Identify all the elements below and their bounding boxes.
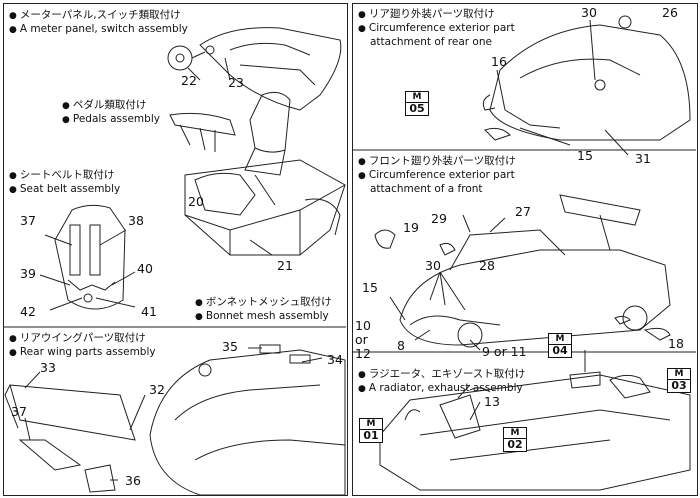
part-number-23: 23: [228, 75, 244, 90]
part-number-or: or: [355, 332, 368, 347]
rear-wing-drawing: [5, 372, 145, 492]
bullet-icon: ●: [358, 157, 366, 167]
cockpit-drawing: [170, 92, 345, 255]
part-number-31: 31: [635, 151, 651, 166]
part-number-41: 41: [141, 304, 157, 319]
body-shell-drawing: [150, 345, 345, 495]
part-number-12: 12: [355, 346, 371, 361]
step-rear-exterior: ●リア廻り外装パーツ取付け ●Circumference exterior pa…: [358, 8, 515, 48]
bullet-icon: ●: [9, 334, 17, 344]
part-number-20: 20: [188, 194, 204, 209]
bullet-icon: ●: [62, 115, 70, 125]
chassis-drawing: [380, 350, 690, 490]
bullet-icon: ●: [62, 101, 70, 111]
step-seat-belt: ●シートベルト取付け ●Seat belt assembly: [9, 169, 121, 195]
part-number-10: 10: [355, 318, 371, 333]
part-number-26: 26: [662, 5, 678, 20]
part-number-28: 28: [479, 258, 495, 273]
bullet-icon: ●: [9, 171, 17, 181]
part-number-30b: 30: [425, 258, 441, 273]
bullet-icon: ●: [9, 185, 17, 195]
part-number-38: 38: [128, 213, 144, 228]
part-number-19: 19: [403, 220, 419, 235]
part-number-16: 16: [491, 54, 507, 69]
part-number-13: 13: [484, 394, 500, 409]
step-radiator-exhaust: ●ラジエータ、エキゾースト取付け ●A radiator, exhaust as…: [358, 368, 526, 394]
part-number-40: 40: [137, 261, 153, 276]
step-bonnet-mesh: ●ボンネットメッシュ取付け ●Bonnet mesh assembly: [195, 296, 332, 322]
bullet-icon: ●: [9, 11, 17, 21]
seatbelt-drawing: [40, 205, 135, 310]
bullet-icon: ●: [358, 24, 366, 34]
step-rear-wing: ●リアウイングパーツ取付け ●Rear wing parts assembly: [9, 332, 156, 358]
part-number-15: 15: [577, 148, 593, 163]
bullet-icon: ●: [195, 298, 203, 308]
material-tag-m03: M 03: [667, 368, 691, 393]
part-number-37: 37: [20, 213, 36, 228]
part-number-18: 18: [668, 336, 684, 351]
bullet-icon: ●: [195, 312, 203, 322]
part-number-22: 22: [181, 73, 197, 88]
left-panel: [3, 3, 348, 496]
bullet-icon: ●: [358, 384, 366, 394]
bullet-icon: ●: [358, 370, 366, 380]
material-tag-m02: M 02: [503, 427, 527, 452]
part-number-21: 21: [277, 258, 293, 273]
bullet-icon: ●: [358, 10, 366, 20]
bullet-icon: ●: [9, 25, 17, 35]
part-number-42: 42: [20, 304, 36, 319]
part-number-33: 33: [40, 360, 56, 375]
bullet-icon: ●: [9, 348, 17, 358]
part-number-27: 27: [515, 204, 531, 219]
part-number-39: 39: [20, 266, 36, 281]
bullet-icon: ●: [358, 171, 366, 181]
part-number-15b: 15: [362, 280, 378, 295]
part-number-37b: 37: [11, 404, 27, 419]
part-number-35: 35: [222, 339, 238, 354]
step-meter-panel: ●メーターパネル,スイッチ類取付け ●A meter panel, switch…: [9, 9, 188, 35]
material-tag-m01: M 01: [359, 418, 383, 443]
part-number-32: 32: [149, 382, 165, 397]
step-front-exterior: ●フロント廻り外装パーツ取付け ●Circumference exterior …: [358, 155, 516, 195]
front-car-drawing: [375, 195, 670, 350]
right-panel: [352, 3, 698, 496]
part-number-8: 8: [397, 338, 405, 353]
part-number-34: 34: [327, 352, 343, 367]
part-number-36: 36: [125, 473, 141, 488]
material-tag-m05: M 05: [405, 91, 429, 116]
part-number-9-or-11: 9 or 11: [482, 344, 527, 359]
dashboard-drawing: [168, 28, 341, 110]
step-pedals: ●ペダル類取付け ●Pedals assembly: [62, 99, 160, 125]
part-number-30: 30: [581, 5, 597, 20]
part-number-29: 29: [431, 211, 447, 226]
material-tag-m04: M 04: [548, 333, 572, 358]
rear-car-drawing: [483, 16, 690, 155]
